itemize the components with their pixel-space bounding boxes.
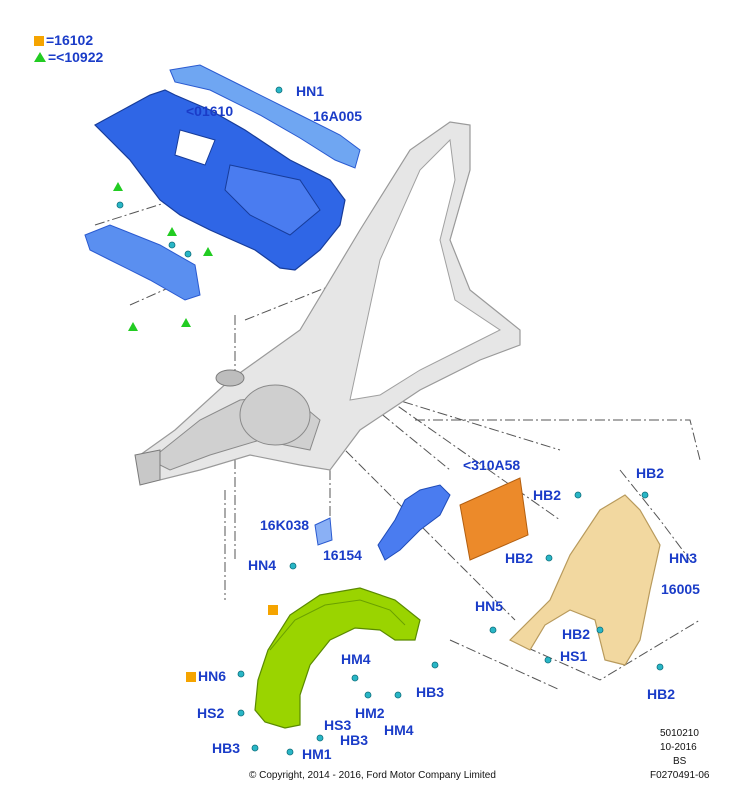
callout-hs1: HS1 [560,648,588,664]
callout-hm1: HM1 [302,746,332,762]
callout-hn4: HN4 [248,557,277,573]
legend-text: =16102 [46,32,94,48]
callout-hm4: HM4 [384,722,414,738]
callout-310a58: <310A58 [463,457,521,473]
callout-hn6-label: HN6 [198,668,227,684]
callout-hn6: HN6 [186,668,226,684]
cowl-bracket-16a005 [169,64,361,169]
legend-text: =<10922 [48,49,104,65]
callout-16k038: 16K038 [260,517,310,533]
legend-item-10922: =<10922 [34,49,103,65]
callout-hs3: HS3 [324,717,352,733]
crossmember-bracket [84,224,201,301]
callout-16a005: 16A005 [313,108,363,124]
figure-id: F0270491-06 [650,770,710,781]
callout-hb2: HB2 [505,550,534,566]
dash-panel-01610 [94,89,346,271]
callout-hb2: HB2 [636,465,665,481]
body-side-structure [134,121,521,486]
callout-hn5: HN5 [475,598,504,614]
orange-square-icon [186,672,196,682]
diagram-date: 10-2016 [660,742,697,753]
wheelhouse-liner-16102 [254,587,421,729]
orange-square-icon [268,605,278,615]
callout-01610: <01610 [186,103,234,119]
callout-hm2: HM2 [355,705,385,721]
insulator-310a58 [459,477,529,561]
callout-hn3: HN3 [669,550,698,566]
legend-item-16102: =16102 [34,32,93,48]
callout-hb3: HB3 [212,740,241,756]
callout-hn1: HN1 [296,83,325,99]
callout-16005: 16005 [661,581,700,597]
fasteners [116,86,664,756]
callout-16154: 16154 [323,547,362,563]
callout-hb2: HB2 [647,686,676,702]
orange-square-icon [34,36,44,46]
green-triangle-icon [34,52,46,62]
diagram-code-bs: BS [673,756,687,767]
callout-hs2: HS2 [197,705,225,721]
callout-hb3: HB3 [340,732,369,748]
fender-16005 [508,494,661,666]
copyright-text: © Copyright, 2014 - 2016, Ford Motor Com… [249,770,496,781]
bracket-16154 [377,484,451,561]
bracket-16k038 [314,517,333,546]
callout-hb2: HB2 [533,487,562,503]
diagram-code: 5010210 [660,728,699,739]
callout-hm4: HM4 [341,651,371,667]
green-triangle-icons [113,182,213,331]
callout-hb2: HB2 [562,626,591,642]
callout-hb3: HB3 [416,684,445,700]
